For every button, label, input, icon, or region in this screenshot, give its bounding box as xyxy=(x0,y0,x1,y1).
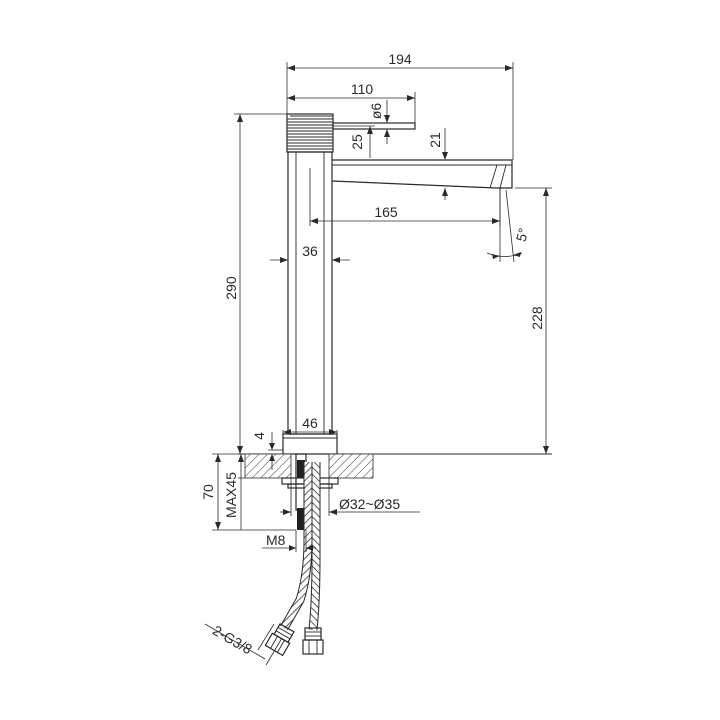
dimension-thread: M8 xyxy=(262,530,316,552)
dimension-label: 4 xyxy=(251,432,267,440)
dimension-spout-height: 21 xyxy=(427,128,452,200)
countertop-section xyxy=(238,453,552,479)
dimension-label: 165 xyxy=(374,204,398,220)
dimension-mount-depth: 70 xyxy=(200,453,296,531)
base-ring xyxy=(282,433,338,455)
dimension-label: ø6 xyxy=(368,103,384,120)
dimension-label: 290 xyxy=(223,276,239,300)
dimension-base-thickness: 4 xyxy=(251,432,283,470)
hose-connector-left xyxy=(264,623,295,657)
handle-cap xyxy=(286,113,334,153)
dimension-overall-width: 194 xyxy=(286,51,514,160)
dimension-counter-max: MAX45 xyxy=(223,454,245,530)
dimension-label: M8 xyxy=(266,532,286,548)
dimension-label: 228 xyxy=(529,306,545,330)
dimension-spout-reach: 165 xyxy=(309,168,501,226)
dimension-handle-height: 25 xyxy=(333,125,375,158)
dimension-body-width: 36 xyxy=(270,243,350,263)
dimension-outlet-height: 228 xyxy=(515,187,552,454)
dimension-label: 21 xyxy=(427,132,443,148)
dimension-base-width: 46 xyxy=(282,415,338,435)
spout xyxy=(331,159,513,189)
dimension-label: 110 xyxy=(351,81,374,97)
dimension-label: MAX45 xyxy=(223,472,239,518)
dimension-spout-angle: 5° xyxy=(486,188,532,263)
hose-connector-right xyxy=(302,627,324,655)
dimension-label: 25 xyxy=(349,134,365,150)
dimension-total-height: 290 xyxy=(223,113,287,454)
dimension-label: 194 xyxy=(388,51,412,67)
dimension-label: 5° xyxy=(513,226,532,243)
dimension-label: 36 xyxy=(302,243,318,259)
dimension-hose-connection: 2-G3/8 xyxy=(204,622,283,666)
dimension-handle-reach: 110 xyxy=(287,81,416,123)
dimension-label: 2-G3/8 xyxy=(210,622,255,657)
dimension-label: 70 xyxy=(200,484,216,500)
flexible-hoses xyxy=(264,462,324,657)
faucet-body xyxy=(282,113,513,455)
dimension-hole-diameter: Ø32~Ø35 xyxy=(280,478,420,516)
dimension-label: Ø32~Ø35 xyxy=(339,496,400,512)
dimension-handle-diameter: ø6 xyxy=(368,100,390,144)
dimension-label: 46 xyxy=(302,415,318,431)
